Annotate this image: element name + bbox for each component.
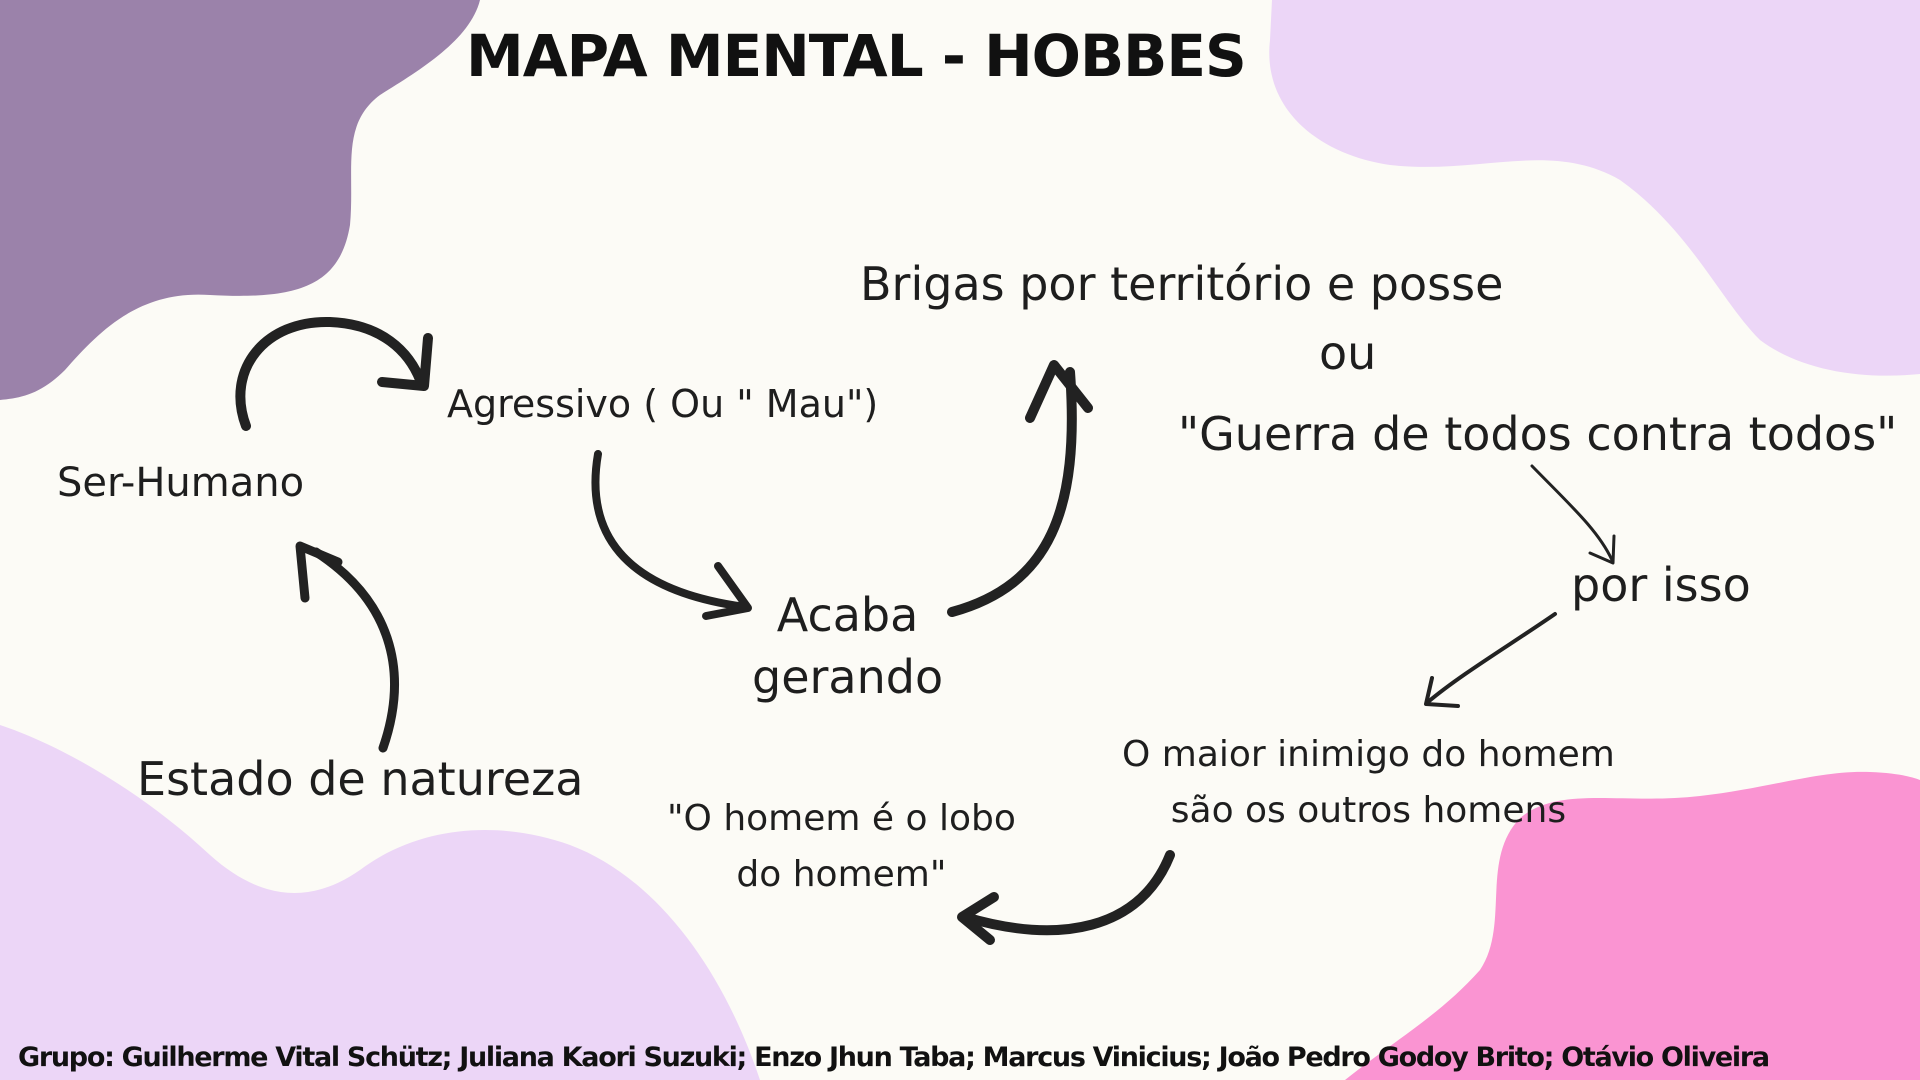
blob-bottom-right <box>1345 771 1920 1080</box>
arrow-por-isso-to-maior-inimigo <box>1424 612 1557 708</box>
node-homem-lobo-line-2: do homem" <box>736 854 947 895</box>
arrow-maior-inimigo-to-homem-lobo <box>957 850 1175 945</box>
node-ou: ou <box>1319 326 1377 380</box>
node-agressivo: Agressivo ( Ou " Mau") <box>447 382 879 426</box>
node-guerra: "Guerra de todos contra todos" <box>1178 407 1898 461</box>
arrow-ser-humano-to-agressivo <box>235 316 433 431</box>
blob-top-right <box>1269 0 1920 376</box>
node-homem-lobo: "O homem é o lobo do homem" <box>667 791 1016 903</box>
group-credits: Grupo: Guilherme Vital Schütz; Juliana K… <box>18 1042 1770 1073</box>
arrow-acaba-gerando-to-brigas <box>947 360 1093 617</box>
arrow-agressivo-to-acaba-gerando <box>591 450 752 620</box>
node-estado-natureza: Estado de natureza <box>137 752 584 806</box>
blob-bottom-left <box>0 725 760 1080</box>
node-maior-inimigo-line-1: O maior inimigo do homem <box>1122 734 1615 775</box>
blob-top-left <box>0 0 480 400</box>
arrow-estado-natureza-to-ser-humano <box>295 541 399 753</box>
node-acaba-gerando: Acaba gerando <box>752 584 943 708</box>
node-ser-humano: Ser-Humano <box>57 460 305 506</box>
node-acaba-gerando-line-2: gerando <box>752 650 944 704</box>
node-maior-inimigo-line-2: são os outros homens <box>1170 790 1567 831</box>
page-title: MAPA MENTAL - HOBBES <box>466 22 1247 90</box>
node-homem-lobo-line-1: "O homem é o lobo <box>667 798 1016 839</box>
node-brigas: Brigas por território e posse <box>860 257 1504 311</box>
node-por-isso: por isso <box>1571 558 1751 612</box>
arrow-guerra-to-por-isso <box>1530 464 1616 565</box>
node-maior-inimigo: O maior inimigo do homem são os outros h… <box>1122 727 1615 839</box>
node-acaba-gerando-line-1: Acaba <box>776 588 919 642</box>
